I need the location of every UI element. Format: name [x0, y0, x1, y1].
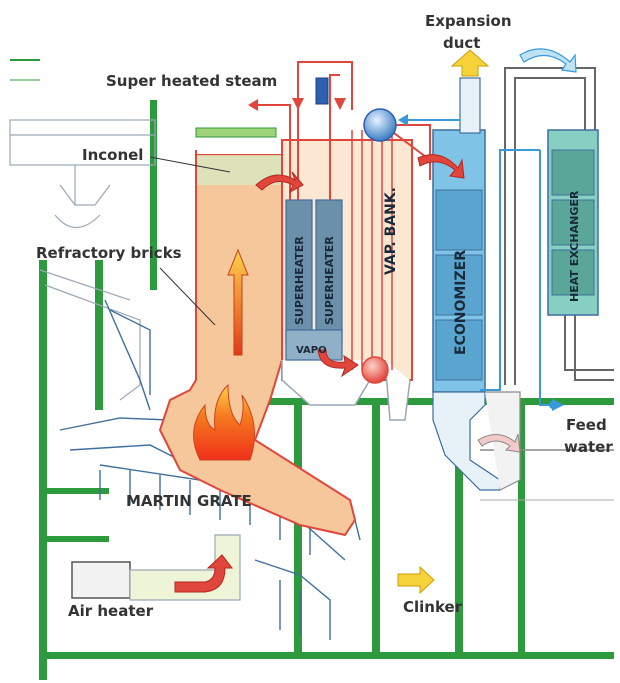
economizer-bands [435, 189, 483, 381]
vap-hopper [384, 359, 411, 421]
inconel-leader [149, 156, 231, 173]
steam-down-arrowhead-1 [292, 98, 304, 110]
vapo-label: VAPO [296, 345, 327, 356]
flue-duct [504, 67, 614, 385]
heat-exchanger-bands [551, 149, 595, 296]
air-heater-label: Air heater [68, 602, 154, 620]
vap-bank-label: VAP. BANK. [383, 187, 399, 275]
superheater-1-label: SUPERHEATER [293, 236, 306, 325]
circulation-arrow-icon [477, 433, 521, 453]
feed-water-label-line2: water [564, 438, 613, 456]
feed-water-inlet [549, 401, 557, 409]
clinker-arrow [397, 565, 435, 595]
vap-bank-tubes [351, 130, 393, 370]
attemperator-valve [315, 77, 329, 105]
expansion-duct [459, 77, 481, 134]
steam-outlet-arrowhead [248, 99, 258, 111]
mud-drum [361, 356, 389, 384]
circulation-arrow-icon [417, 154, 465, 179]
steam-down-arrowhead-2 [334, 98, 346, 110]
vapo-panel [285, 329, 343, 361]
steam-drum [363, 108, 397, 142]
clinker-label: Clinker [403, 598, 463, 616]
refractory-bricks-label: Refractory bricks [36, 244, 182, 262]
expansion-duct-label-line2: duct [443, 34, 481, 52]
circulation-arrow-icon [255, 171, 304, 194]
expansion-duct-label-line1: Expansion [425, 12, 512, 30]
air-heater-box [71, 561, 131, 599]
upward-arrow-icon [227, 248, 249, 356]
drum-feed-arrowhead [398, 114, 408, 126]
flow-arrow-icon [174, 554, 234, 593]
heat-exchanger-label: HEAT EXCHANGER [568, 190, 581, 302]
economizer-label: ECONOMIZER [453, 250, 469, 355]
flame-icon [193, 383, 255, 461]
martin-grate-label: MARTIN GRATE [126, 492, 252, 510]
circulation-arrow-icon [519, 48, 577, 73]
circulation-arrow-icon [317, 349, 359, 378]
feed-water-label-line1: Feed [566, 416, 607, 434]
expansion-duct-arrow [450, 49, 490, 77]
inconel-label: Inconel [82, 146, 144, 164]
superheater-panel-1 [285, 199, 313, 346]
refractory-leader [159, 267, 216, 326]
superheater-2-label: SUPERHEATER [323, 236, 336, 325]
crane-bunker [9, 119, 156, 401]
superheated-steam-label: Super heated steam [106, 72, 278, 90]
